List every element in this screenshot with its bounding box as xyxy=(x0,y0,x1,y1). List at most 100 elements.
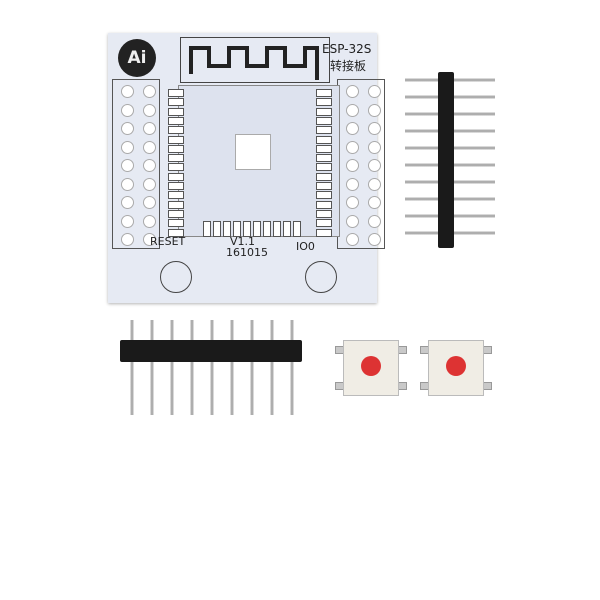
module-pad xyxy=(316,154,332,163)
module-pad xyxy=(168,200,184,209)
tactile-button xyxy=(335,340,407,396)
module-pad xyxy=(316,116,332,125)
module-pad xyxy=(316,107,332,116)
module-pad xyxy=(253,221,261,237)
header-pin xyxy=(270,320,274,415)
left-pin-header xyxy=(112,79,160,249)
pin-hole xyxy=(143,140,156,154)
header-pin xyxy=(290,320,294,415)
pin-hole xyxy=(346,196,359,209)
pin-hole xyxy=(368,159,381,172)
module-pad xyxy=(168,209,184,218)
tactile-button xyxy=(420,340,492,396)
pin-hole xyxy=(143,103,156,117)
reset-label: RESET xyxy=(150,235,186,248)
pin-hole xyxy=(143,122,156,135)
pin-hole xyxy=(143,85,156,98)
module-pad xyxy=(168,144,184,153)
pin-hole xyxy=(121,159,134,172)
module-pad xyxy=(316,219,332,228)
pin-hole xyxy=(143,159,156,172)
pin-hole xyxy=(346,122,359,135)
module-pad xyxy=(233,221,241,237)
pin-hole xyxy=(368,233,381,246)
button-cap xyxy=(361,356,381,376)
module-pad xyxy=(168,163,184,172)
module-pad xyxy=(168,182,184,190)
pin-hole xyxy=(368,140,381,154)
io0-label: IO0 xyxy=(296,240,315,253)
module-pad xyxy=(316,126,332,135)
brand-logo: Ai xyxy=(118,39,156,77)
module-pad xyxy=(316,163,332,172)
pin-hole xyxy=(143,196,156,209)
version-label: V1.1 xyxy=(230,235,256,248)
module-pad xyxy=(316,89,332,97)
module-pad xyxy=(168,126,184,135)
pin-hole xyxy=(368,214,381,228)
pin-hole xyxy=(346,85,359,98)
module-pad xyxy=(168,191,184,200)
pin-hole xyxy=(346,103,359,117)
pin-hole xyxy=(121,196,134,209)
module-pad xyxy=(283,221,291,237)
module-footprint xyxy=(178,85,340,237)
module-pad xyxy=(223,221,231,237)
pin-hole xyxy=(121,214,134,228)
pin-header-horizontal xyxy=(118,320,304,415)
module-pad xyxy=(168,98,184,107)
pin-hole xyxy=(121,233,134,246)
header-pin xyxy=(190,320,194,415)
module-pad xyxy=(168,135,184,144)
io0-button-footprint xyxy=(305,261,337,293)
header-pin xyxy=(210,320,214,415)
module-pad xyxy=(168,89,184,97)
pin-hole xyxy=(346,159,359,172)
header-pin xyxy=(130,320,134,415)
date-code: 161015 xyxy=(226,246,268,259)
module-pad xyxy=(168,228,184,237)
ground-pad xyxy=(235,134,271,170)
module-pad xyxy=(293,221,301,237)
module-pad xyxy=(316,144,332,153)
module-pad xyxy=(203,221,211,237)
right-pin-header xyxy=(337,79,385,249)
pin-hole xyxy=(121,122,134,135)
board-title: ESP-32S xyxy=(322,42,372,56)
module-pad xyxy=(316,209,332,218)
module-pad xyxy=(168,172,184,181)
module-pad xyxy=(168,116,184,125)
module-pad xyxy=(316,228,332,237)
pin-hole xyxy=(346,140,359,154)
module-pad xyxy=(316,172,332,181)
pin-hole xyxy=(346,177,359,191)
board-subtitle: 转接板 xyxy=(330,59,367,73)
header-pin xyxy=(230,320,234,415)
esp32-adapter-board: Ai ESP-32S 转接板 RESET V1.1 161015 IO0 xyxy=(108,33,385,303)
pin-header-vertical xyxy=(405,72,495,248)
module-pad xyxy=(316,200,332,209)
header-pin xyxy=(250,320,254,415)
module-pad xyxy=(168,154,184,163)
module-pad xyxy=(168,219,184,228)
module-pad xyxy=(316,191,332,200)
pcb-antenna xyxy=(180,37,330,83)
header-housing xyxy=(120,340,302,362)
pin-hole xyxy=(121,177,134,191)
pin-hole xyxy=(368,177,381,191)
pin-hole xyxy=(121,140,134,154)
module-pad xyxy=(316,182,332,190)
header-pin xyxy=(150,320,154,415)
pin-hole xyxy=(143,233,156,246)
pin-hole xyxy=(143,177,156,191)
pin-hole xyxy=(368,196,381,209)
pin-hole xyxy=(368,85,381,98)
header-housing xyxy=(438,72,454,248)
module-pad xyxy=(168,107,184,116)
header-pin xyxy=(170,320,174,415)
pin-hole xyxy=(121,85,134,98)
pin-hole xyxy=(143,214,156,228)
module-pad xyxy=(243,221,251,237)
button-cap xyxy=(446,356,466,376)
